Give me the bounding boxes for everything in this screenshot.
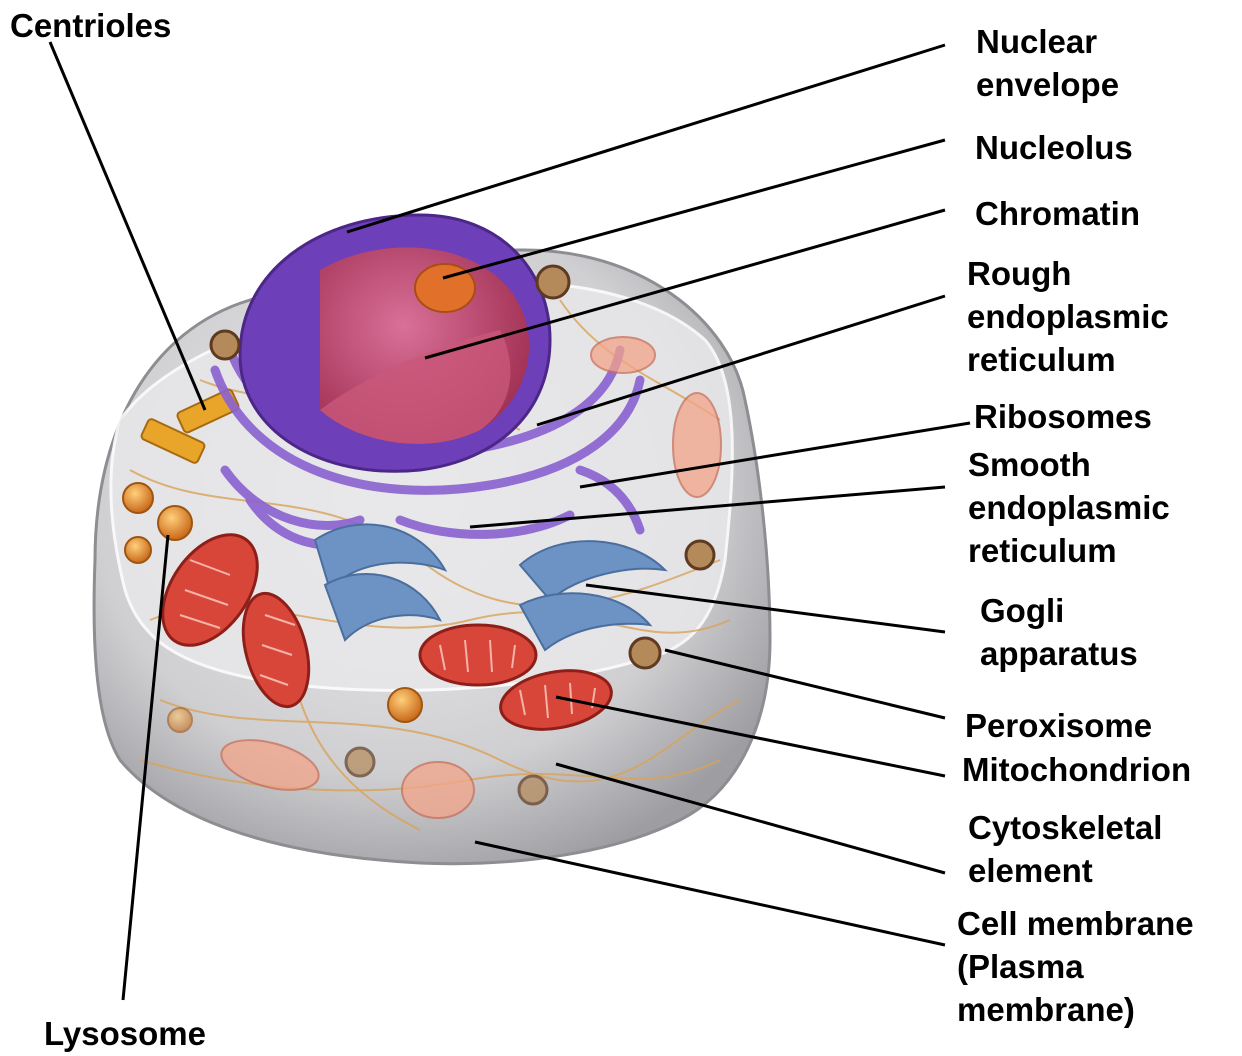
label-nucleolus: Nucleolus [975, 126, 1133, 169]
leader-chromatin [425, 210, 945, 358]
leader-rough-er [537, 296, 945, 425]
leader-ribosomes [580, 423, 970, 487]
label-chromatin: Chromatin [975, 192, 1140, 235]
leader-centrioles [50, 42, 205, 410]
label-ribosomes: Ribosomes [974, 395, 1152, 438]
label-mitochondrion: Mitochondrion [962, 748, 1191, 791]
leader-nucleolus [443, 140, 945, 278]
label-peroxisome: Peroxisome [965, 704, 1152, 747]
leader-smooth-er [470, 487, 945, 527]
leader-golgi [586, 585, 945, 632]
leader-lysosome [123, 535, 168, 1000]
leader-cell-membrane [475, 842, 945, 945]
leader-nuclear-envelope [347, 45, 945, 232]
leader-cytoskeletal [556, 764, 945, 873]
label-centrioles: Centrioles [10, 4, 171, 47]
leader-mitochondrion [556, 697, 945, 776]
label-lysosome: Lysosome [44, 1012, 206, 1055]
leader-peroxisome [665, 650, 945, 718]
